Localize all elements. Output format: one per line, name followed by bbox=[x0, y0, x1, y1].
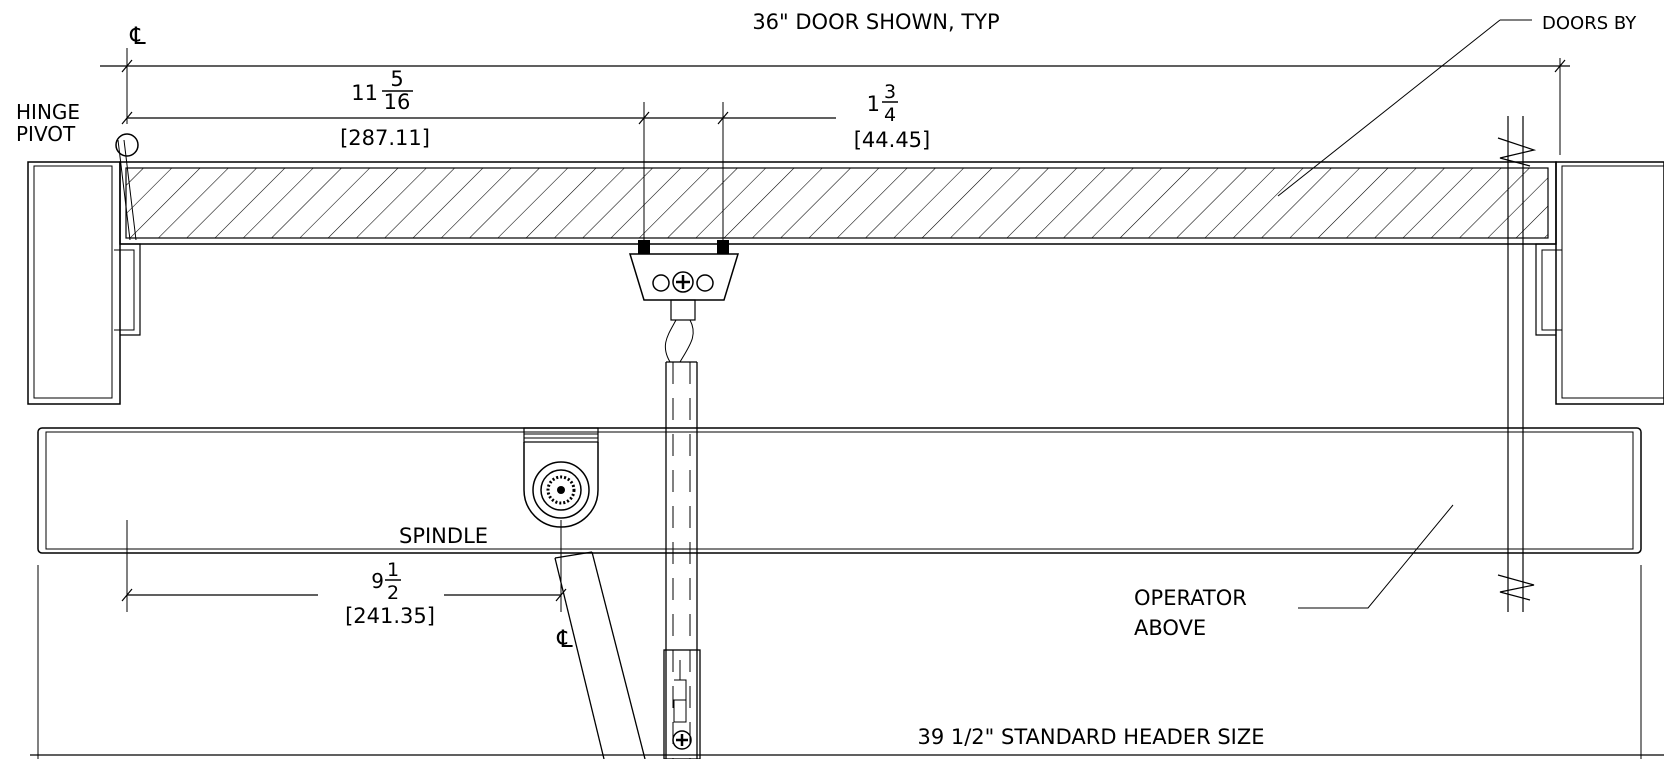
dim-11-5-16-den: 16 bbox=[384, 90, 411, 114]
dim-241-metric: [241.35] bbox=[345, 604, 435, 628]
dim-11-5-16-whole: 11 bbox=[351, 81, 378, 105]
spindle-offset-dimension bbox=[121, 520, 567, 612]
right-jamb bbox=[1535, 161, 1664, 405]
doors-by-label: DOORS BY bbox=[1542, 13, 1637, 34]
dim-1-3-4: 1 3 4 [44.45] bbox=[854, 81, 931, 152]
dim-44-metric: [44.45] bbox=[854, 128, 931, 152]
header-size-label: 39 1/2" STANDARD HEADER SIZE bbox=[917, 725, 1264, 749]
dim-11-5-16-num: 5 bbox=[390, 67, 403, 91]
arm-bracket bbox=[628, 240, 740, 321]
left-jamb bbox=[27, 161, 141, 405]
door-width-dimension bbox=[100, 48, 1570, 155]
door-leaf bbox=[117, 139, 1557, 245]
dim-9-1-2-whole: 9 bbox=[371, 569, 384, 593]
break-line bbox=[1497, 116, 1537, 612]
pivot-label: PIVOT bbox=[16, 122, 76, 146]
operator-label-line1: OPERATOR bbox=[1134, 586, 1247, 610]
spindle-label: SPINDLE bbox=[399, 524, 488, 548]
operator-header bbox=[37, 427, 1642, 554]
spindle-assembly bbox=[523, 427, 599, 528]
door-shown-label: 36" DOOR SHOWN, TYP bbox=[752, 10, 999, 34]
operator-arm bbox=[663, 319, 701, 759]
dim-9-1-2: 9 1 2 [241.35] bbox=[345, 559, 435, 628]
centerline-spindle: ℄ bbox=[556, 625, 573, 653]
dim-1-3-4-num: 3 bbox=[884, 81, 896, 103]
arm-position-dimension bbox=[121, 102, 836, 244]
operator-label-line2: ABOVE bbox=[1134, 616, 1206, 640]
diagonal-arm bbox=[554, 551, 646, 759]
centerline-top: ℄ bbox=[129, 22, 146, 50]
dim-1-3-4-whole: 1 bbox=[867, 92, 880, 116]
operator-leader bbox=[1298, 504, 1454, 609]
dim-9-1-2-num: 1 bbox=[387, 559, 399, 581]
doors-by-leader bbox=[1277, 19, 1501, 197]
header-width-dimension bbox=[30, 565, 1664, 759]
dim-1-3-4-den: 4 bbox=[884, 104, 896, 126]
dim-11-5-16: 11 5 16 [287.11] bbox=[340, 67, 430, 150]
dim-9-1-2-den: 2 bbox=[387, 582, 399, 604]
dim-287-metric: [287.11] bbox=[340, 126, 430, 150]
hinge-label: HINGE bbox=[16, 100, 80, 124]
hinge-pivot-circle bbox=[115, 133, 139, 157]
